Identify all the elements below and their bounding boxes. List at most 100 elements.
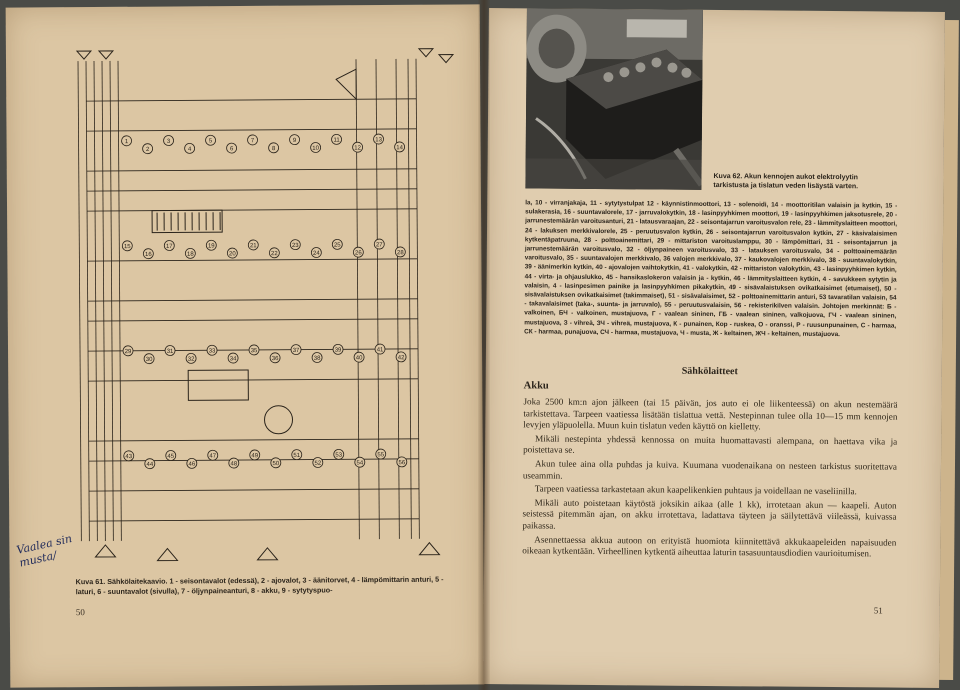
node-label: 27 [376,242,383,248]
diagram-legend: la, 10 - virranjakaja, 11 - sytytystulpa… [524,199,898,338]
node-label: 48 [230,461,237,467]
node-label: 55 [377,452,384,458]
node-circle [373,238,385,250]
lamp-icon [94,544,117,558]
wire [109,60,114,541]
node-circle [268,142,280,154]
node-circle [352,246,364,258]
node-label: 26 [355,250,362,256]
wire [117,60,122,541]
node-label: 3 [167,139,171,145]
node-label: 20 [229,251,236,257]
node-circle [227,352,239,364]
wire [101,60,106,541]
photo-caption: Kuva 62. Akun kennojen aukot elektrolyyt… [713,172,859,191]
wire [86,188,417,192]
paragraph: Mikäli auto poistetaan käytöstä joksikin… [522,497,897,531]
wire [86,168,417,172]
node-circle [184,142,196,154]
node-label: 13 [375,137,382,143]
lamp-icon [418,541,441,556]
node-circle [394,246,406,258]
node-label: 15 [124,244,131,250]
node-circle [249,449,261,461]
node-circle [311,352,323,363]
wire [87,298,418,302]
node-label: 34 [230,356,237,362]
node-label: 14 [396,145,403,151]
node-circle [352,141,364,153]
node-label: 41 [377,347,384,353]
node-label: 5 [209,139,213,145]
node-label: 31 [167,349,174,355]
horn-icon [335,68,357,101]
wire [407,58,412,539]
wire [89,488,420,492]
node-circle [186,457,198,469]
node-label: 19 [208,244,215,250]
node-circle [248,344,260,356]
node-label: 4 [188,147,192,153]
node-circle [163,135,174,146]
node-circle [164,345,176,356]
instrument-cluster [187,369,249,401]
node-label: 33 [209,349,216,355]
ignition-lock [264,405,294,435]
section-title: Sähkölaitteet [681,365,738,378]
node-circle [354,456,366,468]
node-circle [396,456,408,468]
node-label: 32 [188,357,195,363]
node-circle [374,343,386,355]
node-circle [142,143,154,155]
wire [89,518,420,522]
node-label: 24 [313,251,320,257]
node-label: 25 [334,243,341,249]
paragraph: Joka 2500 km:n ajon jälkeen (tai 15 päiv… [523,396,898,432]
node-circle [394,141,406,153]
fuse-box [151,209,223,234]
lamp-icon [437,54,455,64]
node-label: 2 [146,147,150,153]
node-circle [291,449,303,461]
diagram-title: Kuva 61. Sähkölaitekaavio. [75,576,168,587]
wire [85,61,90,542]
node-label: 45 [167,454,174,460]
paragraph: Asennettaessa akkua autoon on erityistä … [522,533,897,559]
node-circle [205,239,217,251]
node-circle [143,353,155,365]
node-circle [142,248,154,260]
wire [93,61,98,542]
node-circle [310,142,322,153]
node-circle [269,352,281,364]
node-circle [333,448,345,460]
node-circle [289,134,300,146]
node-circle [228,457,240,469]
battery-photo-image [525,8,703,190]
node-circle [247,134,258,146]
node-label: 28 [397,250,404,256]
wire [86,128,417,132]
node-label: 44 [146,462,153,468]
node-circle [226,247,238,259]
node-circle [353,351,365,363]
node-circle [205,134,216,146]
node-label: 1 [125,139,129,145]
wire [77,61,82,542]
node-circle [206,344,218,356]
wire [87,318,418,322]
right-page: Kuva 62. Akun kennojen aukot elektrolyyt… [483,8,945,688]
battery-photo [525,8,703,190]
page-number-right: 51 [873,605,883,616]
node-label: 40 [356,355,363,361]
node-circle [122,345,134,357]
node-circle [268,247,280,259]
node-label: 17 [166,244,173,250]
node-label: 8 [272,146,276,152]
wire [87,208,418,212]
lamp-icon [156,547,179,562]
node-circle [163,240,175,251]
node-label: 54 [356,460,363,466]
node-circle [144,458,156,470]
node-label: 49 [251,453,258,459]
